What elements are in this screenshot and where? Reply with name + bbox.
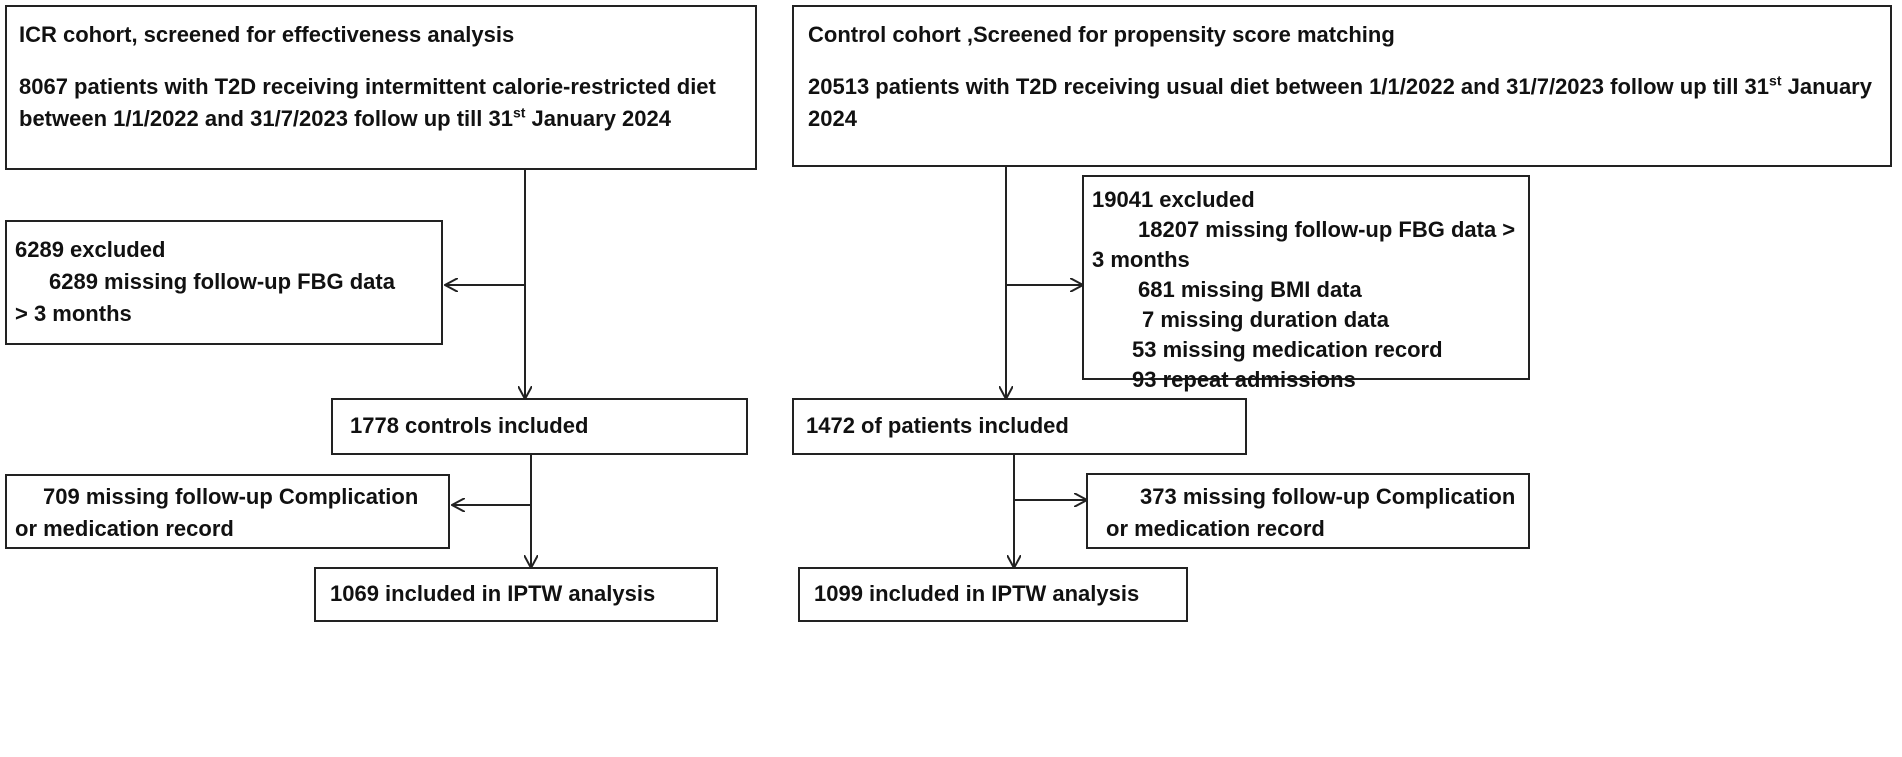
left-excluded-header: 6289 excluded — [15, 237, 166, 262]
right-included-box: 1472 of patients included — [792, 398, 1247, 455]
right-excluded-header: 19041 excluded — [1092, 187, 1255, 212]
left-final-text: 1069 included in IPTW analysis — [330, 581, 656, 606]
left-cohort-box: ICR cohort, screened for effectiveness a… — [5, 5, 757, 170]
right-excluded-box: 19041 excluded 18207 missing follow-up F… — [1082, 175, 1530, 392]
right-cohort-title: Control cohort ,Screened for propensity … — [808, 22, 1395, 47]
left-excluded-line1: 6289 missing follow-up FBG data — [49, 269, 395, 294]
right-missing-box: 373 missing follow-up Complication or me… — [1086, 473, 1530, 549]
left-included-box: 1778 controls included — [331, 398, 748, 455]
right-excluded-line3: 7 missing duration data — [1142, 307, 1389, 332]
right-excluded-line1b: 3 months — [1092, 247, 1190, 272]
right-missing-line1: 373 missing follow-up Complication — [1140, 484, 1516, 509]
left-excluded-box: 6289 excluded 6289 missing follow-up FBG… — [5, 220, 443, 345]
right-included-text: 1472 of patients included — [806, 413, 1069, 438]
left-missing-box: 709 missing follow-up Complication or me… — [5, 474, 450, 549]
right-excluded-line5: 93 repeat admissions — [1132, 367, 1356, 392]
right-excluded-line4: 53 missing medication record — [1132, 337, 1443, 362]
right-final-box: 1099 included in IPTW analysis — [798, 567, 1188, 622]
left-included-text: 1778 controls included — [350, 413, 589, 438]
right-missing-line2: or medication record — [1106, 516, 1325, 541]
left-cohort-description: 8067 patients with T2D receiving intermi… — [19, 74, 716, 131]
left-missing-line2: or medication record — [15, 516, 234, 541]
right-final-text: 1099 included in IPTW analysis — [814, 581, 1140, 606]
left-missing-line1: 709 missing follow-up Complication — [43, 484, 419, 509]
right-cohort-description: 20513 patients with T2D receiving usual … — [808, 72, 1872, 131]
right-excluded-line2: 681 missing BMI data — [1138, 277, 1362, 302]
left-excluded-line2: > 3 months — [15, 301, 132, 326]
left-final-box: 1069 included in IPTW analysis — [314, 567, 718, 622]
right-excluded-line1: 18207 missing follow-up FBG data > — [1138, 217, 1516, 242]
right-cohort-box: Control cohort ,Screened for propensity … — [792, 5, 1892, 167]
left-cohort-title: ICR cohort, screened for effectiveness a… — [19, 22, 515, 47]
